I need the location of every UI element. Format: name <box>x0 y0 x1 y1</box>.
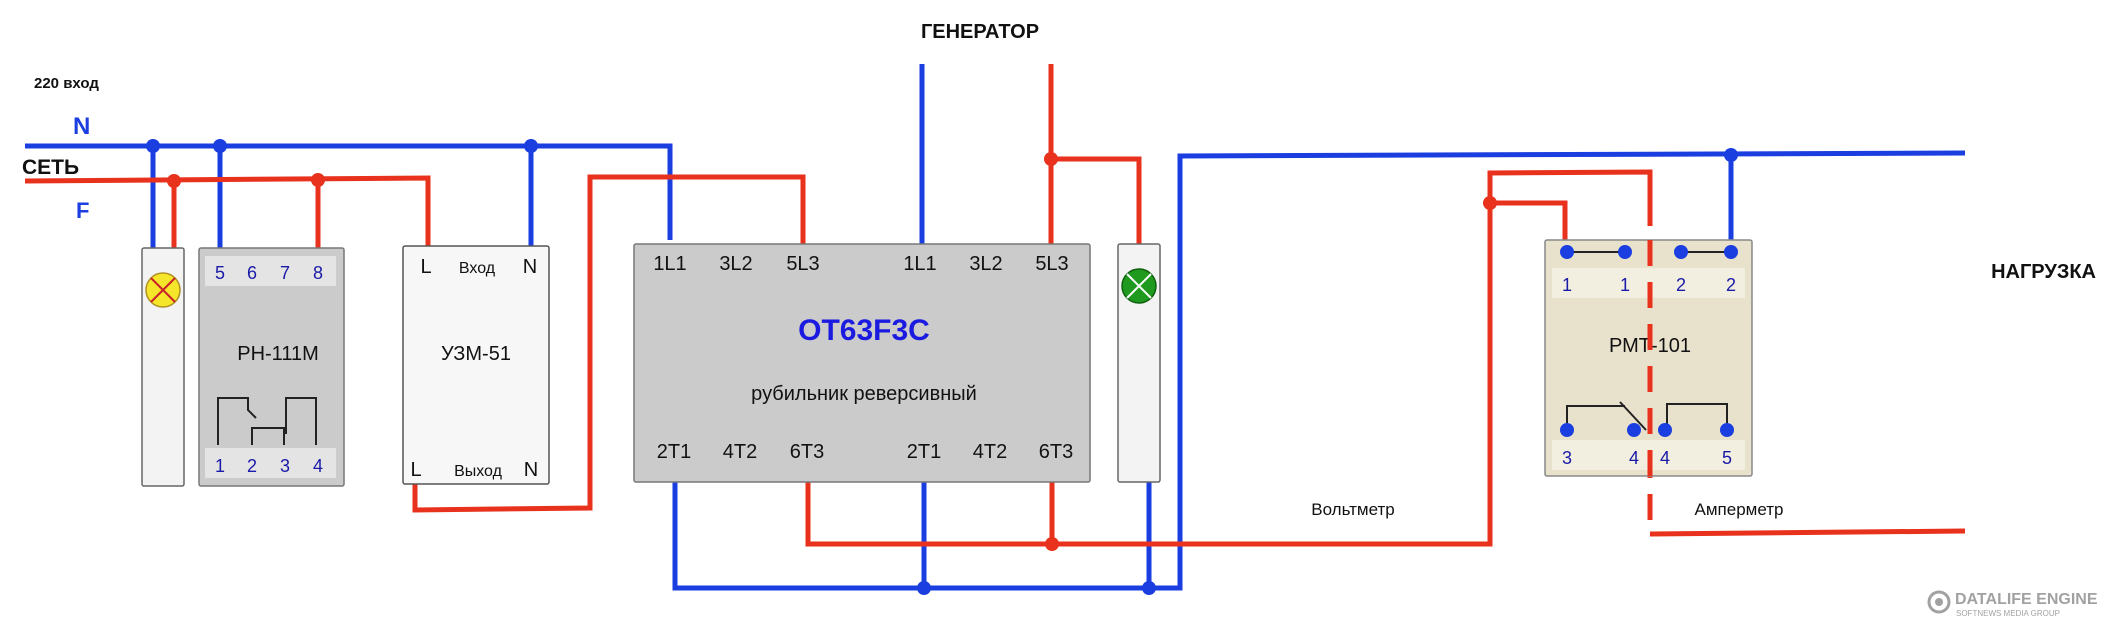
watermark-logo-icon <box>1927 590 1951 614</box>
wire-f-voltmeter <box>1490 200 1568 242</box>
junction-dot <box>1045 537 1059 551</box>
uzm-bottom-right: N <box>524 459 538 481</box>
rmt-bottom-pin: 3 <box>1562 448 1572 468</box>
rn-top-pins: 5 6 7 8 <box>215 263 323 283</box>
rn111m-label: РН-111М <box>237 343 319 365</box>
junction-dot <box>146 139 160 153</box>
junction-dot <box>1142 581 1156 595</box>
terminal-dot <box>1560 245 1574 259</box>
ot-top-terminals: 1L1 3L2 5L3 1L1 3L2 5L3 <box>653 253 1068 275</box>
rmt-top-pin: 2 <box>1726 275 1736 295</box>
rn-top-pin: 5 <box>215 263 225 283</box>
junction-dot <box>213 139 227 153</box>
rmt-bottom-pins: 3 4 4 5 <box>1560 423 1734 468</box>
rn-bottom-pin: 1 <box>215 456 225 476</box>
wire-f-uzm-out <box>412 174 806 513</box>
junction-dot <box>1724 148 1738 162</box>
terminal-dot <box>1724 245 1738 259</box>
wire-f-lamp2 <box>1051 156 1142 246</box>
ot-top-terminal: 5L3 <box>1035 253 1068 275</box>
rn111m-module: 5 6 7 8 1 2 3 4 РН-111М <box>198 247 345 487</box>
rn-bottom-pins: 1 2 3 4 <box>215 456 323 476</box>
ot-bottom-terminal: 4T2 <box>723 441 757 463</box>
terminal-dot <box>1674 245 1688 259</box>
ot-top-terminal: 3L2 <box>719 253 752 275</box>
ot-top-terminal: 5L3 <box>786 253 819 275</box>
terminal-dot <box>1627 423 1641 437</box>
ot-bottom-terminal: 6T3 <box>790 441 824 463</box>
uzm-bottom-mid: Выход <box>454 463 503 480</box>
wire-f-main <box>24 175 431 246</box>
rn-bottom-pin: 4 <box>313 456 323 476</box>
rmt-bottom-pin: 4 <box>1660 448 1670 468</box>
ot-top-terminal: 3L2 <box>969 253 1002 275</box>
junction-dot <box>917 581 931 595</box>
junction-dot <box>1483 196 1497 210</box>
ot-bottom-terminals: 2T1 4T2 6T3 2T1 4T2 6T3 <box>657 441 1073 463</box>
ot-top-terminal: 1L1 <box>653 253 686 275</box>
junction-dot <box>311 173 325 187</box>
rmt-bottom-pin: 5 <box>1722 448 1732 468</box>
terminal-dot <box>1560 423 1574 437</box>
terminal-dot <box>1618 245 1632 259</box>
uzm-top-left: L <box>420 256 431 278</box>
f-label: F <box>76 198 89 223</box>
ot63-label: OT63F3C <box>798 314 930 347</box>
rn-top-pin: 7 <box>280 263 290 283</box>
wire-f-load-out <box>1649 528 1966 537</box>
junction-dot <box>1044 152 1058 166</box>
terminal-dot <box>1658 423 1672 437</box>
rmt-top-pins: 1 1 2 2 <box>1560 245 1738 295</box>
uzm-top-right: N <box>523 256 537 278</box>
watermark-title: DATALIFE ENGINE <box>1955 591 2098 608</box>
rmt-bottom-pin: 4 <box>1629 448 1639 468</box>
grid-label: СЕТЬ <box>22 156 79 179</box>
rn-bottom-pin: 2 <box>247 456 257 476</box>
ot-bottom-terminal: 6T3 <box>1039 441 1073 463</box>
terminal-dot <box>1720 423 1734 437</box>
ammeter-label: Амперметр <box>1695 500 1784 519</box>
ot-bottom-terminal: 2T1 <box>657 441 691 463</box>
rn-bottom-pin: 3 <box>280 456 290 476</box>
ot-bottom-terminal: 4T2 <box>973 441 1007 463</box>
ot63-desc: рубильник реверсивный <box>751 383 977 405</box>
uzm51-label: УЗМ-51 <box>441 343 511 365</box>
wire-n-main <box>25 143 673 240</box>
rmt-top-pin: 1 <box>1620 275 1630 295</box>
ot-top-terminal: 1L1 <box>903 253 936 275</box>
rmt-top-pin: 1 <box>1562 275 1572 295</box>
wire-n-bottom <box>672 150 1966 591</box>
ot-bottom-terminal: 2T1 <box>907 441 941 463</box>
uzm-bottom-left: L <box>410 459 421 481</box>
uzm51-module: L Вход N УЗМ-51 L Выход N <box>402 245 550 485</box>
n-label: N <box>73 113 90 140</box>
ot63-switch-module: 1L1 3L2 5L3 1L1 3L2 5L3 2T1 4T2 6T3 2T1 4T2 6T3 OT… <box>633 243 1091 483</box>
rn-top-pin: 8 <box>313 263 323 283</box>
watermark-sub: SOFTNEWS MEDIA GROUP <box>1956 609 2060 618</box>
watermark: DATALIFE ENGINE SOFTNEWS MEDIA GROUP <box>1927 590 2098 618</box>
input-220-label: 220 вход <box>34 75 99 92</box>
rn-top-pin: 6 <box>247 263 257 283</box>
uzm-top-mid: Вход <box>459 260 496 277</box>
junction-dot <box>167 174 181 188</box>
wire-f-load <box>805 169 1653 547</box>
junction-dots <box>146 139 1738 595</box>
lamp-1 <box>141 247 185 487</box>
voltmeter-label: Вольтметр <box>1311 500 1394 519</box>
rn-contact-symbol <box>217 397 317 445</box>
load-label: НАГРУЗКА <box>1991 261 2096 283</box>
generator-label: ГЕНЕРАТОР <box>921 21 1039 43</box>
rmt-top-pin: 2 <box>1676 275 1686 295</box>
lamp-2 <box>1117 243 1161 483</box>
junction-dot <box>524 139 538 153</box>
